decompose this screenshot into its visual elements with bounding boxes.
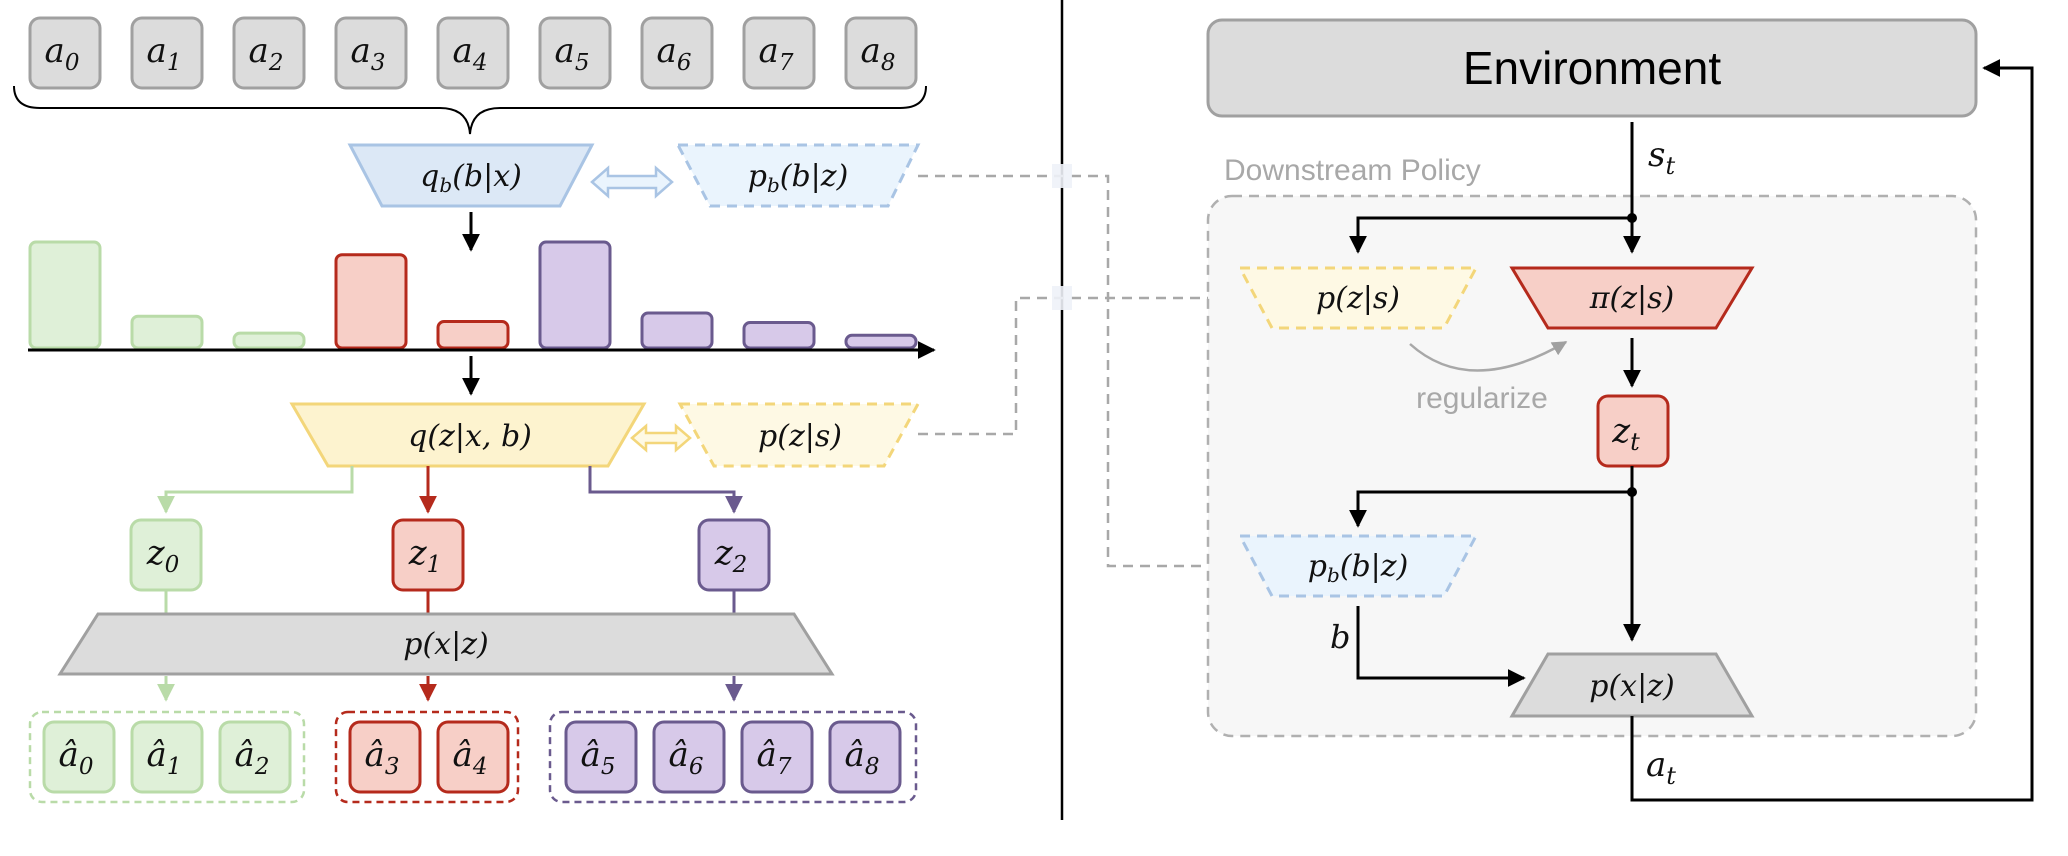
recon-label-1: â1 [147,735,182,780]
encoder-q-label: q(z|x, b) [408,419,532,454]
reconstruction-row: â0 â1 â2 â3 â4 â5 â6 â7 â8 [42,720,902,794]
recon-label-3: â3 [365,735,400,780]
latent-label-2: z2 [714,533,748,578]
recon-label-2: â2 [235,735,270,780]
recon-box-7 [740,720,814,794]
bar-2 [232,331,306,350]
latent-zt-label: zt [1611,411,1640,456]
recon-label-7: â7 [757,735,792,780]
recon-box-4 [436,720,510,794]
action-label-5: a5 [555,31,590,76]
recon-group-green [28,710,306,804]
environment-box [1206,18,1978,118]
latent-to-pb [1349,490,1632,528]
regularize-label: regularize [1416,382,1548,415]
recon-box-1 [130,720,204,794]
action-row: a0 a1 a2 a3 a4 a5 a6 a7 a8 [28,16,918,90]
action-label-4: a4 [453,31,488,76]
latent-row: z0 z1 z2 [129,518,771,592]
encoder-qb [347,143,595,208]
action-box-1 [130,16,204,90]
downstream-policy-group [1206,194,1978,738]
action-box-4 [436,16,510,90]
prior-p-left-label: p(z|s) [758,419,842,454]
action-box-0 [28,16,102,90]
link-p-left-to-right [918,290,1254,436]
link-crossing-marker-top [1052,164,1072,188]
action-label: at [1646,745,1676,790]
downstream-policy-label: Downstream Policy [1224,154,1481,187]
action-label-1: a1 [147,31,182,76]
policy-label: π(z|s) [1589,281,1674,316]
recon-label-5: â5 [581,735,616,780]
encoder-qb-sub: b [439,173,452,197]
link-pb-left-to-right [918,174,1254,574]
prior-p-right-label: p(z|s) [1316,281,1400,316]
decoder-right [1509,652,1755,718]
bar-3 [334,253,408,350]
bar-6 [640,311,714,350]
bar-8 [844,333,918,350]
recon-label-0: â0 [59,735,94,780]
prior-p-left [677,402,921,468]
bar-7 [742,321,816,350]
bar-4 [436,320,510,350]
action-label-8: a8 [861,31,896,76]
recon-box-5 [564,720,638,794]
grouping-brace [13,85,927,135]
prior-pb-left [675,143,921,208]
prior-pb-left-label: pb(b|z) [748,159,849,197]
recon-box-2 [218,720,292,794]
b-to-decoder [1356,606,1526,687]
recon-box-0 [42,720,116,794]
recon-group-purple [548,710,918,804]
encoder-q [289,402,647,468]
recon-box-8 [828,720,902,794]
action-box-8 [844,16,918,90]
decoder-left [57,612,835,676]
bidirectional-arrow-mid [630,423,692,453]
action-label-0: a0 [45,31,80,76]
policy-box [1509,266,1755,330]
state-label: st [1648,135,1675,180]
state-to-prior [1349,216,1632,254]
prior-pb-right-label: pb(b|z) [1308,549,1409,587]
action-label-6: a6 [657,31,692,76]
action-box-6 [640,16,714,90]
recon-label-6: â6 [669,735,704,780]
prior-pb-right [1237,534,1479,598]
link-crossing-marker-bottom [1052,286,1072,310]
latent-label-0: z0 [146,533,180,578]
environment-label: Environment [1463,42,1721,94]
branch-purple [588,466,743,514]
action-label-2: a2 [249,31,284,76]
branch-green [157,466,354,514]
bidirectional-arrow-top [590,165,674,199]
bar-0 [28,240,102,350]
action-loop [1630,59,2034,802]
recon-box-3 [348,720,422,794]
regularize-arrow [1409,340,1568,372]
decoder-right-label: p(x|z) [1589,669,1674,704]
decoder-left-label: p(x|z) [403,627,488,662]
recon-group-red [334,710,520,804]
bar-1 [130,314,204,350]
action-box-2 [232,16,306,90]
action-box-5 [538,16,612,90]
prior-p-right [1237,266,1479,330]
recon-label-8: â8 [845,735,880,780]
bar-5 [538,240,612,350]
encoder-qb-label: qb(b|x) [420,159,522,197]
recon-box-6 [652,720,726,794]
b-label: b [1330,618,1350,656]
action-label-3: a3 [351,31,386,76]
boundary-distribution [28,240,918,350]
recon-label-4: â4 [453,735,488,780]
latent-label-1: z1 [408,533,442,578]
action-box-3 [334,16,408,90]
action-label-7: a7 [759,31,794,76]
action-box-7 [742,16,816,90]
